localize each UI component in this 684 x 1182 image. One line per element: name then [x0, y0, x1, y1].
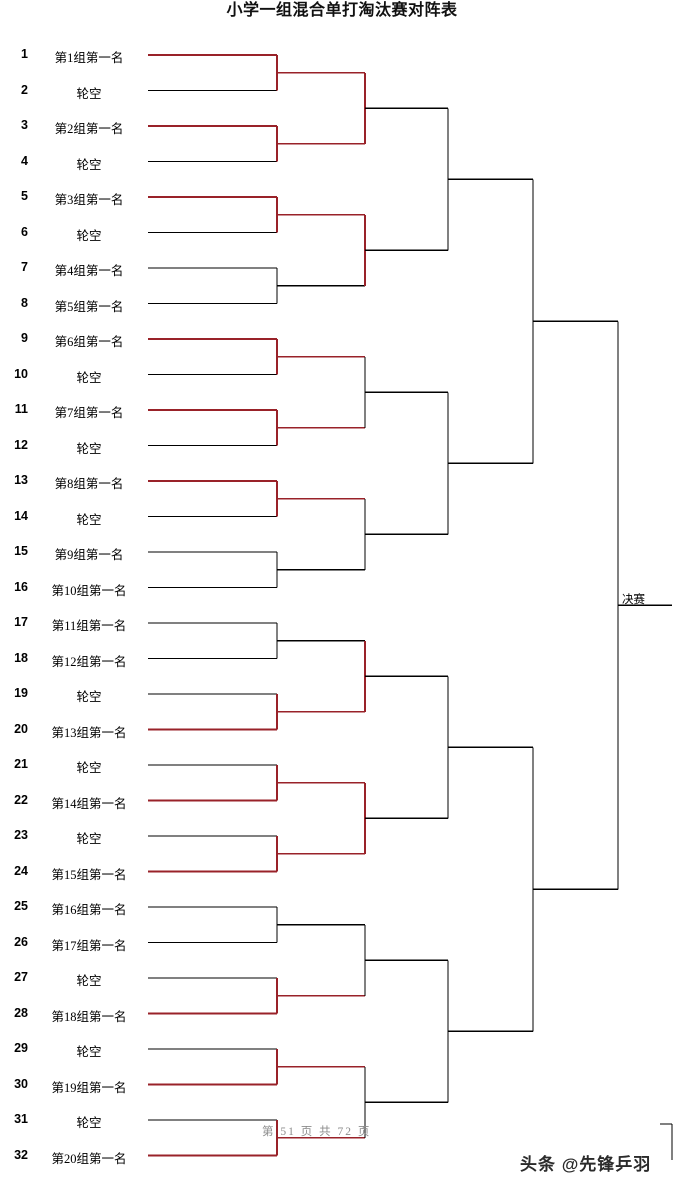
seed-number: 5: [21, 189, 28, 203]
seed-name: 第6组第一名: [54, 335, 124, 349]
seed-number: 2: [21, 82, 28, 97]
seed-number: 8: [21, 295, 28, 310]
seed-number: 25: [14, 899, 28, 913]
seed-name: 轮空: [76, 157, 102, 172]
seed-name: 轮空: [76, 228, 102, 243]
seed-name: 第15组第一名: [51, 867, 127, 882]
page-footer: 第 51 页 共 72 页: [262, 1126, 372, 1138]
seed-number: 14: [14, 508, 28, 523]
seed-name: 轮空: [76, 86, 102, 101]
seed-name: 第13组第一名: [51, 725, 127, 740]
seed-number: 9: [21, 331, 28, 345]
seed-name: 第3组第一名: [54, 193, 124, 207]
watermark: 头条 @先锋乒羽: [520, 1155, 652, 1174]
seed-name: 第7组第一名: [54, 406, 124, 420]
seed-name: 轮空: [76, 761, 102, 775]
seed-number: 4: [21, 153, 28, 168]
seed-name: 轮空: [76, 1045, 102, 1059]
seed-number: 28: [14, 1005, 28, 1020]
seed-name: 第20组第一名: [51, 1151, 127, 1166]
seed-name: 轮空: [76, 370, 102, 385]
seed-name: 第1组第一名: [54, 51, 124, 65]
seed-number: 12: [14, 437, 28, 452]
seed-number: 30: [14, 1076, 28, 1091]
seed-number: 19: [14, 686, 28, 700]
seed-number: 1: [21, 47, 28, 61]
seed-name: 第17组第一名: [51, 938, 127, 953]
seed-number: 32: [14, 1147, 28, 1162]
seed-number: 24: [14, 863, 28, 878]
seed-number: 22: [14, 792, 28, 807]
seed-name: 第9组第一名: [54, 548, 124, 562]
seed-name: 第4组第一名: [54, 264, 124, 278]
seed-name: 轮空: [76, 1116, 102, 1130]
seed-number: 7: [21, 260, 28, 274]
seed-name: 轮空: [76, 832, 102, 846]
seed-number: 3: [21, 118, 28, 132]
seed-number: 29: [14, 1041, 28, 1055]
seed-name: 第11组第一名: [51, 619, 127, 633]
seed-name: 第8组第一名: [54, 477, 124, 491]
seed-name: 第5组第一名: [54, 299, 124, 314]
seed-name: 第14组第一名: [51, 796, 127, 811]
seed-name: 第19组第一名: [51, 1080, 127, 1095]
seed-number: 23: [14, 828, 28, 842]
seed-number: 16: [14, 579, 28, 594]
final-round-label: 决赛: [622, 594, 645, 607]
seed-number: 21: [14, 757, 28, 771]
seed-name: 轮空: [76, 441, 102, 456]
seed-number: 27: [14, 970, 28, 984]
seed-number: 31: [14, 1112, 28, 1126]
seed-name: 第18组第一名: [51, 1009, 127, 1024]
seed-number: 26: [14, 934, 28, 949]
seed-number: 20: [14, 721, 28, 736]
seed-name: 第12组第一名: [51, 654, 127, 669]
seed-number: 18: [14, 650, 28, 665]
seed-number: 17: [14, 615, 28, 629]
seed-name: 轮空: [76, 690, 102, 704]
seed-name: 第2组第一名: [54, 122, 124, 136]
seed-name: 第16组第一名: [51, 903, 127, 917]
seed-name: 轮空: [76, 974, 102, 988]
seed-number: 11: [14, 402, 28, 416]
seed-name: 轮空: [76, 512, 102, 527]
seed-number: 10: [14, 366, 28, 381]
page-title: 小学一组混合单打淘汰赛对阵表: [226, 2, 458, 19]
seed-number: 13: [14, 473, 28, 487]
seed-name: 第10组第一名: [51, 583, 127, 598]
seed-number: 15: [14, 544, 28, 558]
seed-number: 6: [21, 224, 28, 239]
